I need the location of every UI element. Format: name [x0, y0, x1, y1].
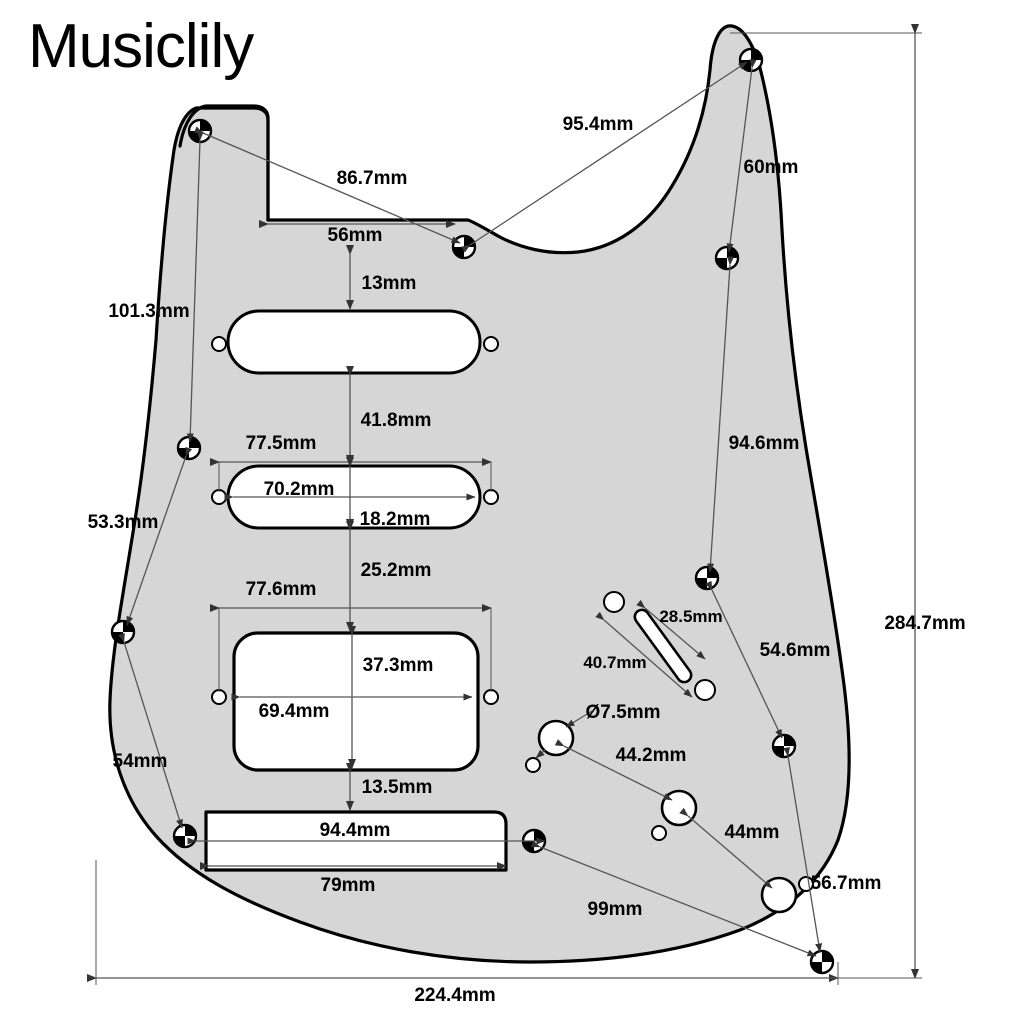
label-pickup-gap-252: 25.2mm — [361, 560, 432, 581]
switch-screw-hole-lower — [694, 679, 716, 701]
label-right-edge-567: 56.7mm — [811, 873, 882, 894]
label-horn-diagonal: 95.4mm — [563, 114, 634, 135]
pot-small-hole-2 — [651, 825, 667, 841]
label-neck-pocket-width: 56mm — [328, 225, 383, 246]
label-pot-span-442: 44.2mm — [616, 745, 687, 766]
humbucker-screw-hole-right — [483, 689, 499, 705]
screw-hole-right-lower — [771, 733, 797, 759]
label-switch-lower-407: 40.7mm — [583, 653, 646, 672]
label-pot-dia-75: Ø7.5mm — [586, 702, 661, 723]
screw-hole-upper-horn — [738, 47, 764, 73]
screw-hole-left-lower — [172, 823, 198, 849]
label-plate-gap-135: 13.5mm — [362, 777, 433, 798]
middle-pickup-screw-hole-right — [483, 489, 499, 505]
label-overall-width: 224.4mm — [414, 985, 495, 1006]
neck-pickup-cutout — [211, 309, 499, 375]
switch-screw-hole-upper — [603, 591, 625, 613]
label-neck-diagonal: 86.7mm — [337, 168, 408, 189]
label-left-edge-101: 101.3mm — [108, 301, 189, 322]
screw-hole-right-upper — [714, 245, 740, 271]
label-screw-span-776: 77.6mm — [246, 579, 317, 600]
bridge-humbucker-cutout — [211, 631, 499, 772]
label-pickup-gap-418: 41.8mm — [361, 410, 432, 431]
label-right-edge-946: 94.6mm — [729, 433, 800, 454]
pot-small-hole-1 — [525, 757, 541, 773]
label-screw-span-775: 77.5mm — [246, 433, 317, 454]
label-plate-width-944: 94.4mm — [320, 820, 391, 841]
dimension-labels: 224.4mm 284.7mm 56mm 86.7mm 95.4mm 60mm … — [88, 114, 966, 1006]
label-neck-to-pickup-13: 13mm — [362, 273, 417, 294]
label-overall-height: 284.7mm — [884, 613, 965, 634]
brand-title: Musiclily — [28, 12, 254, 81]
screw-hole-left-mid — [110, 619, 136, 645]
screw-hole-left-upper — [176, 435, 202, 461]
pot-hole-tone-1 — [660, 789, 698, 827]
humbucker-screw-hole-left — [211, 689, 227, 705]
label-middle-len-702: 70.2mm — [264, 479, 335, 500]
label-left-edge-54: 54mm — [113, 751, 168, 772]
screw-hole-right-mid — [694, 565, 720, 591]
label-horn-vertical: 60mm — [744, 157, 799, 178]
label-left-edge-533: 53.3mm — [88, 512, 159, 533]
label-bottom-edge-99: 99mm — [588, 899, 643, 920]
label-hb-height-373: 37.3mm — [363, 655, 434, 676]
label-hb-width-694: 69.4mm — [259, 701, 330, 722]
neck-pickup-screw-hole-left — [211, 336, 227, 352]
neck-pickup-screw-hole-right — [483, 336, 499, 352]
label-right-edge-546: 54.6mm — [760, 640, 831, 661]
screw-hole-neck-right — [451, 234, 477, 260]
screw-hole-top-left — [187, 118, 213, 144]
middle-pickup-screw-hole-left — [211, 489, 227, 505]
screw-hole-bottom-tip — [809, 949, 835, 975]
label-plate-width-79: 79mm — [321, 875, 376, 896]
label-switch-upper-285: 28.5mm — [659, 607, 722, 626]
label-pot-span-44: 44mm — [725, 822, 780, 843]
dimension-lines — [87, 24, 922, 985]
label-middle-wid-182: 18.2mm — [360, 509, 431, 530]
